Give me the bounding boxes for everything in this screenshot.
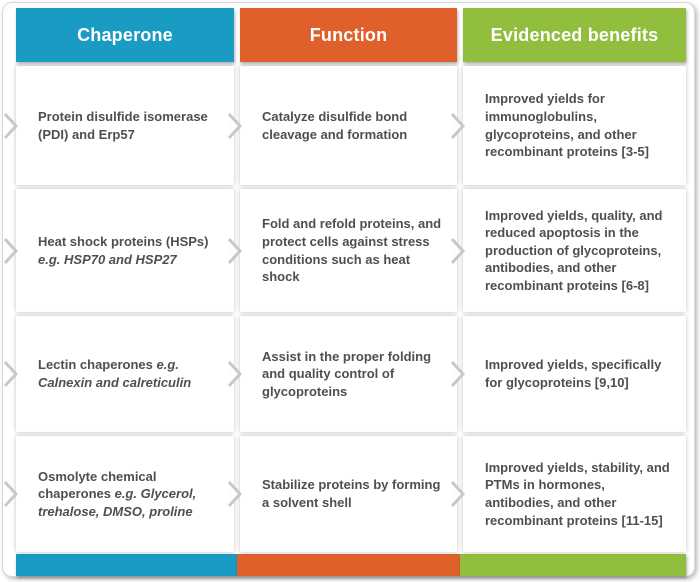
footer-bar-benefits — [460, 554, 686, 576]
table-row-4-chaperone-cell: Osmolyte chemical chaperones e.g. Glycer… — [3, 436, 234, 552]
table-row-1-chaperone-cell: Protein disulfide isomerase (PDI) and Er… — [3, 66, 234, 185]
table-row-4-benefits-cell: Improved yields, stability, and PTMs in … — [450, 436, 686, 552]
chevron-right-icon — [3, 111, 19, 141]
benefits-text: Improved yields, specifically for glycop… — [485, 357, 662, 390]
chaperone-text-normal: Heat shock proteins (HSPs) — [38, 233, 209, 249]
header-evidenced-benefits-label: Evidenced benefits — [490, 24, 659, 45]
table-row-3-function-cell: Assist in the proper folding and quality… — [227, 316, 457, 432]
table-row-3-chaperone-cell: Lectin chaperones e.g. Calnexin and calr… — [3, 316, 234, 432]
function-text: Fold and refold proteins, and protect ce… — [262, 216, 442, 285]
benefits-text: Improved yields, stability, and PTMs in … — [485, 459, 670, 528]
chaperone-text-normal: Osmolyte chemical chaperones — [38, 468, 157, 502]
table-row-1-benefits-cell: Improved yields for immunoglobulins, gly… — [450, 66, 686, 185]
chaperone-text: Lectin chaperones e.g. Calnexin and calr… — [38, 356, 220, 391]
chaperone-text: Osmolyte chemical chaperones e.g. Glycer… — [38, 468, 220, 521]
function-text: Assist in the proper folding and quality… — [262, 348, 432, 399]
table-row-1-function-cell: Catalyze disulfide bond cleavage and for… — [227, 66, 457, 185]
table-body: Protein disulfide isomerase (PDI) and Er… — [3, 66, 686, 552]
benefits-text: Improved yields, quality, and reduced ap… — [485, 207, 663, 293]
header-chaperone: Chaperone — [16, 8, 234, 62]
chaperone-text-normal: Lectin chaperones — [38, 357, 157, 373]
table-row-4-function-cell: Stabilize proteins by forming a solvent … — [227, 436, 457, 552]
table-row-2-benefits-cell: Improved yields, quality, and reduced ap… — [450, 189, 686, 312]
chaperone-text: Heat shock proteins (HSPs) e.g. HSP70 an… — [38, 233, 220, 268]
chaperone-text: Protein disulfide isomerase (PDI) and Er… — [38, 108, 220, 143]
chevron-right-icon — [3, 236, 19, 266]
footer-bar-function — [237, 554, 460, 576]
table-row-2-function-cell: Fold and refold proteins, and protect ce… — [227, 189, 457, 312]
footer-color-bars — [16, 554, 686, 576]
header-function-label: Function — [309, 24, 388, 45]
header-evidenced-benefits: Evidenced benefits — [463, 8, 686, 62]
footer-bar-chaperone — [16, 554, 237, 576]
chevron-right-icon — [3, 359, 19, 389]
chaperone-text-italic: e.g. Calnexin and calreticulin — [38, 357, 192, 390]
table-header-row: Chaperone Function Evidenced benefits — [16, 8, 686, 62]
chevron-right-icon — [3, 479, 19, 509]
table-row-2-chaperone-cell: Heat shock proteins (HSPs) e.g. HSP70 an… — [3, 189, 234, 312]
table-row-3-benefits-cell: Improved yields, specifically for glycop… — [450, 316, 686, 432]
benefits-text: Improved yields for immunoglobulins, gly… — [485, 91, 649, 160]
chaperone-text-italic: e.g. HSP70 and HSP27 — [38, 251, 177, 267]
function-text: Catalyze disulfide bond cleavage and for… — [262, 108, 408, 142]
function-text: Stabilize proteins by forming a solvent … — [262, 477, 441, 510]
header-chaperone-label: Chaperone — [77, 24, 173, 45]
chaperone-text-normal: Protein disulfide isomerase (PDI) and Er… — [38, 108, 208, 142]
header-function: Function — [240, 8, 457, 62]
chaperone-text-italic: e.g. Glycerol, trehalose, DMSO, proline — [38, 486, 197, 519]
table-content: Chaperone Function Evidenced benefits Pr… — [3, 8, 686, 576]
